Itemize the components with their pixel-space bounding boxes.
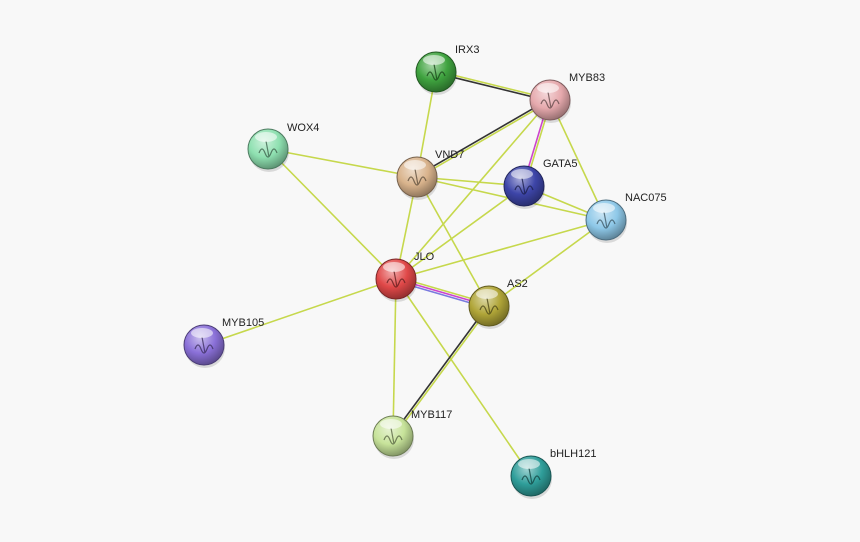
edge-jlo-myb105 [204,279,396,345]
node-label: IRX3 [455,44,479,56]
node-label: MYB117 [411,409,452,421]
node-highlight [511,169,533,179]
node-label: GATA5 [543,158,577,170]
node-label: WOX4 [287,122,319,134]
node-highlight [593,203,615,213]
node-gata5[interactable]: GATA5 [504,158,577,209]
edge-line-textmining [396,220,606,279]
node-label: MYB83 [569,72,605,84]
node-label: NAC075 [625,192,667,204]
edge-jlo-bhlh121 [396,279,531,476]
edge-nac075-jlo [396,220,606,279]
edge-line-textmining [204,279,396,345]
node-vnd7[interactable]: VND7 [397,149,464,200]
node-myb117[interactable]: MYB117 [373,409,452,459]
node-label: JLO [414,251,435,263]
node-highlight [423,55,445,65]
node-highlight [537,83,559,93]
node-jlo[interactable]: JLO [376,251,435,302]
edge-nac075-as2 [489,220,606,306]
edge-line-textmining [396,186,524,279]
edge-jlo-myb117 [393,279,396,436]
node-highlight [476,289,498,299]
node-highlight [518,459,540,469]
node-myb83[interactable]: MYB83 [530,72,605,123]
node-label: VND7 [435,149,464,161]
node-highlight [380,419,402,429]
edge-line-textmining [489,220,606,306]
edge-line-textmining [393,279,396,436]
node-label: AS2 [507,278,528,290]
edge-line-textmining [268,149,396,279]
node-irx3[interactable]: IRX3 [416,44,479,95]
node-highlight [404,160,426,170]
edge-gata5-jlo [396,186,524,279]
node-bhlh121[interactable]: bHLH121 [511,448,596,499]
edge-line-textmining [396,279,531,476]
node-nac075[interactable]: NAC075 [586,192,667,243]
node-highlight [191,328,213,338]
edge-wox4-jlo [268,149,396,279]
node-label: MYB105 [222,317,264,329]
node-wox4[interactable]: WOX4 [248,122,319,172]
node-label: bHLH121 [550,448,596,460]
node-myb105[interactable]: MYB105 [184,317,264,368]
node-highlight [383,262,405,272]
node-highlight [255,132,277,142]
